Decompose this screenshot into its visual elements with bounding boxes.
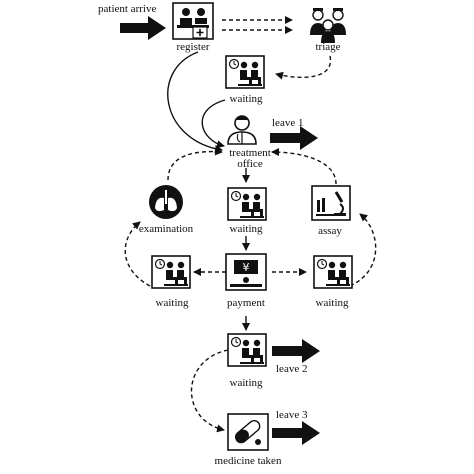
treatment-office-label: treatment office	[229, 147, 271, 170]
waiting-room-icon	[313, 255, 353, 289]
waiting-label-1: waiting	[229, 93, 263, 105]
microscope-lab-icon	[311, 185, 351, 221]
pill-capsules-icon	[227, 413, 269, 451]
edge-examination-to-treatment	[167, 147, 223, 181]
waiting-room-icon	[151, 255, 191, 289]
thick-arrows	[120, 16, 320, 445]
doctor-icon	[227, 115, 257, 145]
patient-arrive-arrow	[120, 16, 166, 40]
leave-1-label: leave 1	[272, 117, 304, 129]
svg-text:¥: ¥	[243, 261, 250, 274]
waiting-label-3: waiting	[155, 297, 189, 309]
flow-edges	[167, 51, 250, 331]
waiting-room-icon	[227, 187, 267, 221]
edge-waiting4-to-medicine	[190, 349, 229, 433]
waiting-room-icon	[225, 55, 265, 89]
leave-3-arrow	[272, 421, 320, 445]
dashed-edges	[124, 16, 377, 433]
leave-2-label: leave 2	[276, 363, 308, 375]
edge-waiting3-to-examination	[124, 221, 151, 287]
payment-label: payment	[227, 297, 265, 309]
examination-label: examination	[138, 223, 194, 235]
leave-3-label: leave 3	[276, 409, 308, 421]
waiting-label-2: waiting	[229, 223, 263, 235]
waiting-label-4: waiting	[229, 377, 263, 389]
edge-waiting-to-treatment	[201, 99, 226, 149]
edge-assay-to-treatment	[271, 148, 337, 185]
nurses-icon	[310, 8, 346, 43]
patient-arrive-label: patient arrive	[98, 3, 157, 15]
edge-register-to-waiting	[167, 51, 223, 153]
register-label: register	[176, 41, 210, 53]
medicine-taken-label: medicine taken	[214, 455, 282, 467]
assay-label: assay	[318, 225, 342, 237]
edge-waiting5-to-assay	[349, 213, 377, 287]
leave-1-arrow	[270, 126, 318, 150]
leave-2-arrow	[272, 339, 320, 363]
triage-label: triage	[315, 41, 341, 53]
cashier-yen-icon: ¥	[225, 253, 267, 291]
waiting-label-5: waiting	[315, 297, 349, 309]
edge-triage-to-waiting	[275, 55, 332, 80]
register-desk-icon	[172, 2, 214, 40]
lungs-xray-icon	[149, 185, 183, 219]
waiting-room-icon	[227, 333, 267, 367]
